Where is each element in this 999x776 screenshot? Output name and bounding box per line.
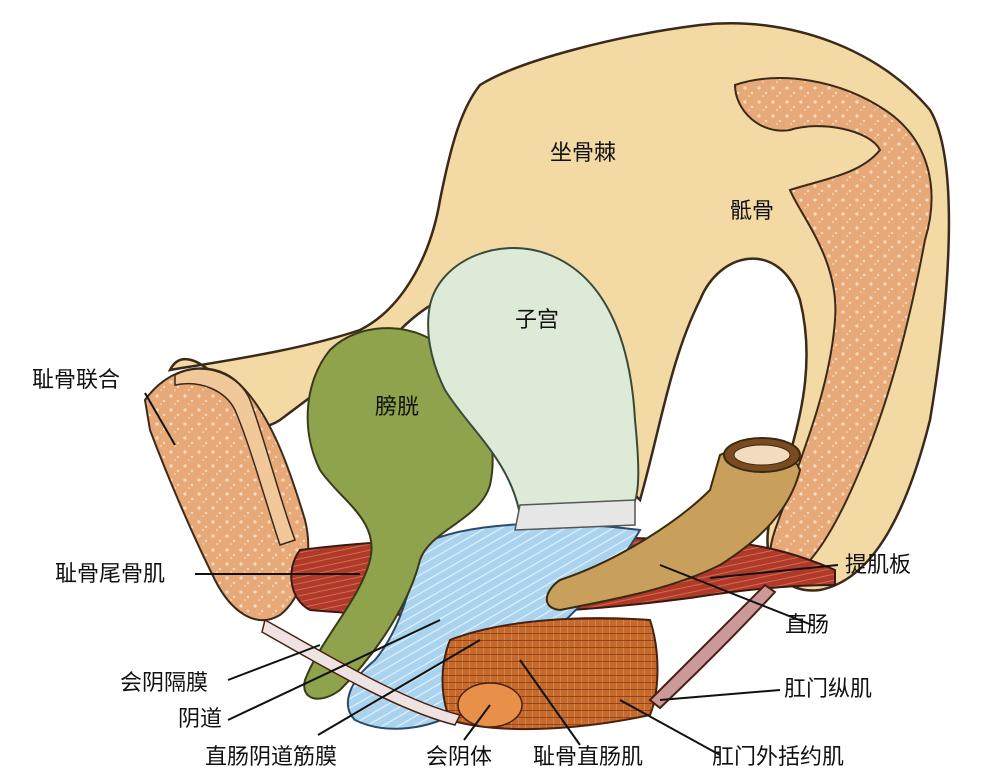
perineal-membrane-sheet [261,618,462,726]
label-rectovaginal-fascia: 直肠阴道筋膜 [205,745,338,770]
label-perineal-body: 会阴体 [426,745,493,770]
label-pubococcygeus: 耻骨尾骨肌 [55,562,166,587]
label-puborectalis: 耻骨直肠肌 [533,745,644,770]
label-ischial-spine: 坐骨棘 [550,141,617,166]
uterus [427,247,640,517]
label-perineal-membrane: 会阴隔膜 [120,671,209,696]
rectum [545,445,802,612]
label-levator-plate: 提肌板 [845,553,912,578]
cervix [514,499,636,531]
label-bladder: 膀胱 [375,395,420,420]
label-longitudinal-anal-muscle: 肛门纵肌 [784,677,873,702]
sacrum-bone [733,77,933,582]
label-external-anal-sphincter: 肛门外括约肌 [712,745,845,770]
pubic-cartilage [174,368,296,546]
longitudinal-muscle [648,583,777,710]
label-rectum: 直肠 [785,613,830,638]
label-uterus: 子宫 [515,308,560,333]
leader-lines [144,392,839,756]
label-sacrum: 骶骨 [730,199,775,224]
label-vagina: 阴道 [178,707,223,732]
label-pubic-symphysis: 耻骨联合 [32,368,121,393]
